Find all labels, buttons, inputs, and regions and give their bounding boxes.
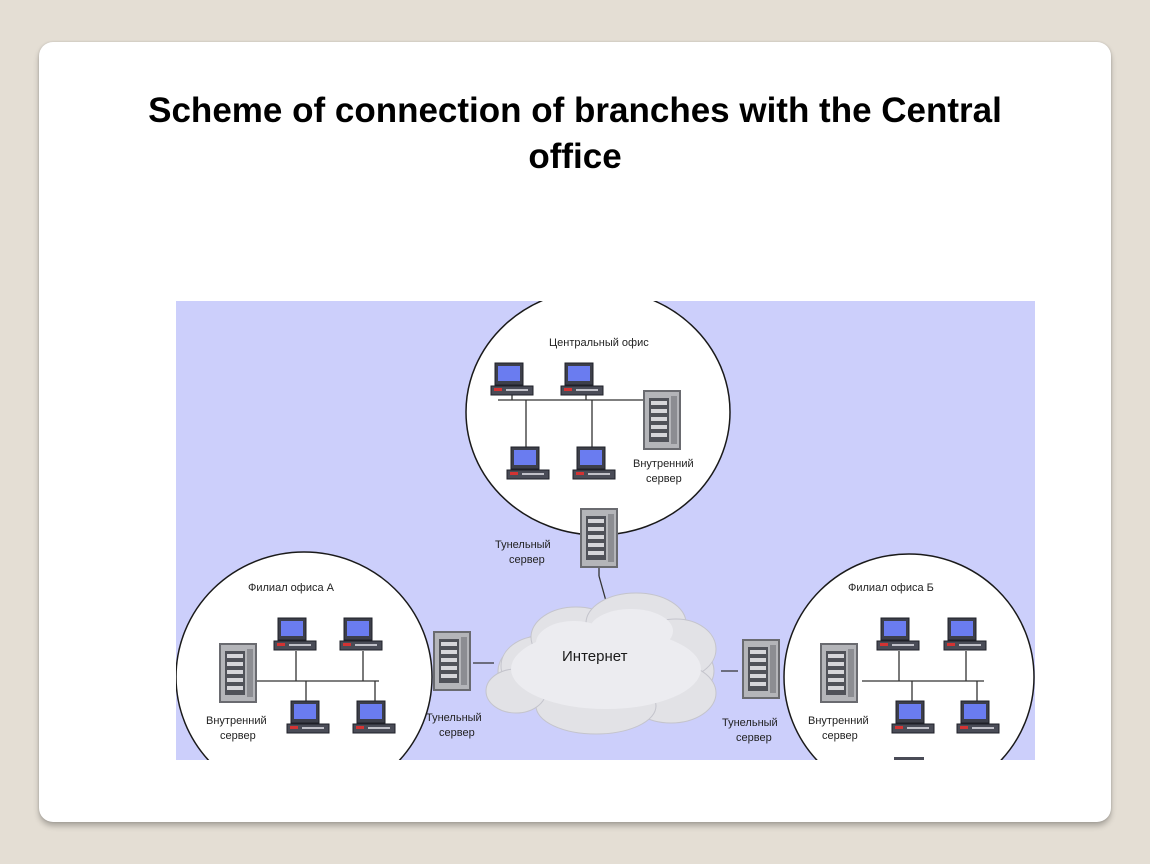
central-tunnel-server <box>580 508 618 568</box>
internet-cloud-highlight <box>511 609 701 709</box>
slide-title: Scheme of connection of branches with th… <box>148 91 1002 176</box>
internet-label: Интернет <box>562 648 628 665</box>
branch-a-label: Филиал офиса А <box>248 582 335 594</box>
network-diagram: Интернет Центральный офис Внутренний сер… <box>176 301 1035 760</box>
central-office-network-lines <box>498 389 647 602</box>
branch-b-server-label-line2: сервер <box>822 730 858 742</box>
branch-a-network-lines <box>256 651 494 709</box>
branch-a-server-label-line2: сервер <box>220 730 256 742</box>
branch-b-server-label-line1: Внутренний <box>808 715 869 727</box>
central-office-label: Центральный офис <box>549 337 649 349</box>
branch-b-tunnel-server <box>742 639 780 699</box>
cropped-device-fragment <box>894 757 924 760</box>
branch-a-tunnel-server <box>433 631 471 691</box>
branch-a-server-label-line1: Внутренний <box>206 715 267 727</box>
central-tunnel-server-label-line2: сервер <box>509 554 545 566</box>
slide-card: Scheme of connection of branches with th… <box>39 42 1111 822</box>
central-tunnel-server-label-line1: Тунельный <box>495 539 551 551</box>
central-office-internal-server <box>643 390 681 450</box>
branch-a-tunnel-server-label-line1: Тунельный <box>426 712 482 724</box>
branch-b-label: Филиал офиса Б <box>848 582 934 594</box>
branch-b-tunnel-server-label-line2: сервер <box>736 732 772 744</box>
branch-a-internal-server <box>219 643 257 703</box>
branch-a-tunnel-server-label-line2: сервер <box>439 727 475 739</box>
central-office-server-label-line1: Внутренний <box>633 458 694 470</box>
central-office-server-label-line2: сервер <box>646 473 682 485</box>
branch-b-tunnel-server-label-line1: Тунельный <box>722 717 778 729</box>
branch-b-internal-server <box>820 643 858 703</box>
